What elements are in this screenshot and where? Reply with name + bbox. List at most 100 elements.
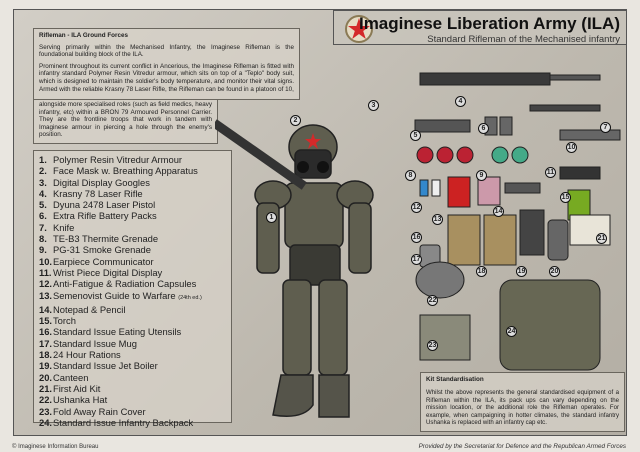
- list-item-number: 22.: [39, 394, 53, 406]
- list-item-label: Standard Issue Infantry Backpack: [53, 416, 194, 428]
- list-item: 5.Dyuna 2478 Laser Pistol: [39, 199, 226, 210]
- list-item-number: 15.: [39, 315, 53, 327]
- footer-credit: © Imaginese Information Bureau: [12, 444, 99, 450]
- list-item-number: 2.: [39, 165, 47, 177]
- list-item: 2. Face Mask w. Breathing Apparatus: [39, 165, 226, 176]
- list-item: 19.Standard Issue Jet Boiler: [39, 360, 226, 371]
- list-item-number: 4.: [39, 187, 47, 199]
- callout-24: 24: [506, 326, 517, 337]
- list-item-label: Standard Issue Mug: [53, 337, 137, 349]
- knife: [529, 104, 601, 112]
- list-item-number: 1.: [39, 154, 47, 165]
- list-item-label: Face Mask w. Breathing Apparatus: [53, 165, 198, 177]
- list-item: 8. TE-B3 Thermite Grenade: [39, 233, 226, 244]
- list-item-number: 20.: [39, 371, 53, 383]
- equipment-list: 1. Polymer Resin Vitredur Armour 2. Face Ma…: [33, 150, 232, 428]
- page-title: Imaginese Liberation Army (ILA): [358, 14, 620, 33]
- callout-23: 23: [427, 340, 438, 351]
- list-item-note: (24th ed.): [178, 294, 202, 301]
- list-item-number: 16.: [39, 326, 53, 338]
- callout-9: 9: [476, 170, 487, 181]
- callout-1: 1: [266, 212, 277, 223]
- info-box-continued: alongside more specialised roles (such a…: [33, 100, 218, 144]
- list-item: 24.Standard Issue Infantry Backpack: [39, 417, 226, 428]
- callout-18: 18: [476, 266, 487, 277]
- list-item: 12.Anti-Fatigue & Radiation Capsules: [39, 278, 226, 289]
- list-item-label: Wrist Piece Digital Display: [53, 266, 163, 278]
- list-item-number: 14.: [39, 303, 53, 315]
- list-item-label: Canteen: [53, 371, 89, 383]
- list-item-label: Extra Rifle Battery Packs: [53, 210, 157, 222]
- list-item: 6. Extra Rifle Battery Packs: [39, 210, 226, 221]
- list-item-label: Fold Away Rain Cover: [53, 405, 146, 417]
- list-item: 14.Notepad & Pencil: [39, 304, 226, 315]
- info-paragraph-1: Serving primarily within the Mechanised …: [39, 43, 294, 59]
- list-item-number: 12.: [39, 278, 53, 290]
- callout-6: 6: [478, 123, 489, 134]
- kit-heading: Kit Standardisation: [426, 376, 484, 383]
- footer-provider: Provided by the Secretariat for Defence …: [418, 443, 626, 450]
- list-item-number: 8.: [39, 233, 47, 245]
- page-subtitle: Standard Rifleman of the Mechanised infa…: [427, 34, 620, 45]
- backpack: [499, 279, 601, 371]
- list-item-label: Digital Display Googles: [53, 176, 150, 188]
- callout-10: 10: [566, 142, 577, 153]
- list-item: 7.Knife: [39, 222, 226, 233]
- list-item-number: 6.: [39, 210, 47, 222]
- list-item: 3. Digital Display Googles: [39, 177, 226, 188]
- list-item-number: 21.: [39, 382, 53, 394]
- list-item-label: Standard Issue Jet Boiler: [53, 360, 158, 372]
- soldier-illustration: [215, 119, 374, 418]
- info-heading: Rifleman - ILA Ground Forces: [39, 32, 128, 39]
- info-paragraph-2-continued: alongside more specialised roles (such a…: [39, 101, 212, 139]
- callout-20: 20: [549, 266, 560, 277]
- list-item-label: PG-31 Smoke Grenade: [53, 244, 151, 256]
- list-item-number: 24.: [39, 416, 53, 428]
- callout-16: 16: [411, 232, 422, 243]
- list-item-label: Knife: [53, 221, 75, 233]
- callout-11: 11: [545, 167, 556, 178]
- laser-rifle: [419, 72, 551, 86]
- laser-pistol: [414, 119, 471, 133]
- list-item-label: Dyuna 2478 Laser Pistol: [53, 199, 156, 211]
- callout-13: 13: [432, 214, 443, 225]
- callout-7: 7: [600, 122, 611, 133]
- list-item: 20.Canteen: [39, 372, 226, 383]
- list-item: 11.Wrist Piece Digital Display: [39, 267, 226, 278]
- list-item: 17.Standard Issue Mug: [39, 338, 226, 349]
- kit-standardisation-box: Kit Standardisation Whilst the above rep…: [420, 372, 625, 432]
- list-item: 9. PG-31 Smoke Grenade: [39, 244, 226, 255]
- callout-8: 8: [405, 170, 416, 181]
- list-item-number: 3.: [39, 176, 47, 188]
- callout-12: 12: [411, 202, 422, 213]
- list-item: 1. Polymer Resin Vitredur Armour: [39, 154, 226, 165]
- list-item-number: 11.: [39, 266, 52, 278]
- list-item-label: Torch: [53, 315, 76, 327]
- callout-5: 5: [410, 130, 421, 141]
- list-item-label: Semenovist Guide to Warfare: [53, 289, 176, 301]
- list-item-label: Earpiece Communicator: [53, 255, 154, 267]
- list-item: 13.Semenovist Guide to Warfare (24th ed.…: [39, 290, 226, 304]
- list-item: 15.Torch: [39, 315, 226, 326]
- callout-19: 19: [516, 266, 527, 277]
- list-item-label: First Aid Kit: [53, 382, 101, 394]
- kit-text: Whilst the above represents the general …: [426, 389, 619, 427]
- list-item-number: 17.: [39, 337, 53, 349]
- list-item: 23.Fold Away Rain Cover: [39, 406, 226, 417]
- list-item-label: Standard Issue Eating Utensils: [53, 326, 182, 338]
- list-item-label: Anti-Fatigue & Radiation Capsules: [53, 278, 197, 290]
- list-item-label: TE-B3 Thermite Grenade: [53, 233, 159, 245]
- callout-15: 15: [560, 192, 571, 203]
- list-item-number: 18.: [39, 349, 53, 361]
- callout-3: 3: [368, 100, 379, 111]
- list-item: 10.Earpiece Communicator: [39, 256, 226, 267]
- list-item-label: Krasny 78 Laser Rifle: [53, 187, 143, 199]
- list-item-number: 19.: [39, 360, 53, 372]
- list-item: 18.24 Hour Rations: [39, 349, 226, 360]
- list-item-number: 23.: [39, 405, 53, 417]
- list-item-number: 9.: [39, 244, 47, 256]
- list-item-label: Polymer Resin Vitredur Armour: [53, 154, 183, 165]
- list-item-label: Ushanka Hat: [53, 394, 108, 406]
- list-item-label: 24 Hour Rations: [53, 349, 121, 361]
- info-paragraph-2: Prominent throughout its current conflic…: [39, 62, 294, 93]
